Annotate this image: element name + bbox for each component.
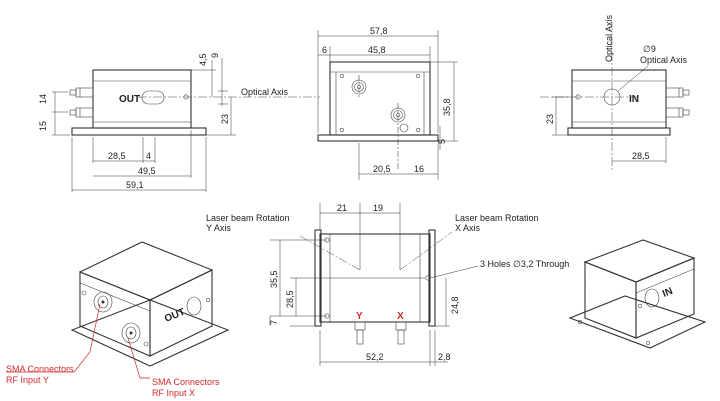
dim-49-5: 49,5 [138,166,156,176]
side-view-sma-connector-bottom [665,107,690,118]
top-view-body [329,61,431,136]
dim-59-1: 59,1 [126,180,144,190]
top-view-mount-hole [399,123,409,133]
iso-right-view: IN [568,239,707,349]
rotation-y-label-line-1: Laser beam Rotation [206,213,290,223]
dim-20-5: 20,5 [373,164,391,174]
dim-2-8: 2,8 [438,352,451,362]
dim-5-top: 5 [437,139,447,144]
iso-left-aperture [186,296,202,316]
sma-y-label-line-1: SMA Connectors [6,364,74,374]
iso-left-view: OUT SMA Connectors RF Input Y SMA Connec… [6,241,230,398]
front-view-sma-connector-bottom [69,107,94,118]
iso-left-sma-connector-x [121,322,141,344]
dim-7: 7 [269,320,279,325]
iso-left-base-plate [70,299,230,367]
rotation-x-line [399,231,453,271]
dim-14: 14 [38,94,48,104]
bottom-view-right-flange [428,229,436,327]
sma-y-leader [6,303,101,373]
dim-9: 9 [210,53,220,58]
front-view: OUT Optical Axis 14 15 4,5 9 23 28,5 4 4… [38,53,320,192]
dim-19: 19 [373,203,383,213]
front-optical-axis-label: Optical Axis [241,87,289,97]
bottom-view: Y X Laser beam Rotation Y Axis Laser bea… [206,203,569,366]
iso-left-top-face [78,241,214,301]
dim-28-5-bottom: 28,5 [285,290,295,308]
dim-15: 15 [38,121,48,131]
sma-x-leader [127,337,150,379]
front-view-base-plate [71,127,207,136]
top-view: 57,8 6 45,8 35,8 5 20,5 16 [317,26,458,180]
iso-left-sma-connector-y [93,291,113,313]
dim-28-5-front: 28,5 [108,151,126,161]
side-optical-axis-label: Optical Axis [640,55,688,65]
iso-right-base-plate [568,295,707,349]
dim-6-top: 6 [322,45,327,55]
dim-23-front: 23 [220,114,230,124]
dim-16: 16 [414,164,424,174]
holes-label: 3 Holes ∅3,2 Through [480,259,569,269]
rotation-x-label-line-1: Laser beam Rotation [455,213,539,223]
bottom-view-connector-y [354,321,366,345]
dim-4-5: 4,5 [198,53,208,66]
front-view-sma-connector-top [69,87,94,98]
dim-45-8: 45,8 [368,45,386,55]
rotation-x-label-line-2: X Axis [455,223,481,233]
iso-right-in-label: IN [661,286,674,300]
dim-4-front: 4 [146,151,151,161]
bottom-connector-x-label: X [397,311,404,322]
front-out-label: OUT [119,94,140,105]
dim-57-8: 57,8 [370,26,388,36]
bottom-connector-y-label: Y [356,311,363,322]
top-view-base-plate [317,134,439,142]
dim-23-side: 23 [545,114,555,124]
side-optical-axis-vertical: Optical Axis [604,14,614,62]
dim-21: 21 [337,203,347,213]
dim-35-5: 35,5 [269,270,279,288]
bottom-view-connector-x [395,321,407,345]
side-in-label: IN [629,94,639,105]
side-view-sma-connector-top [665,87,690,98]
dim-28-5-side: 28,5 [632,151,650,161]
side-view-base-plate [567,127,671,136]
sma-x-label-line-2: RF Input X [152,388,195,398]
side-view-body [571,69,667,129]
sma-x-label-line-1: SMA Connectors [152,377,220,387]
side-view: IN Optical Axis ∅9 Optical Axis 23 28,5 [540,14,690,170]
sma-y-label-line-2: RF Input Y [6,375,49,385]
iso-left-out-label: OUT [163,307,187,325]
dim-35-8: 35,8 [442,98,452,116]
iso-right-top-face [583,239,696,283]
side-diameter-label: ∅9 [643,44,656,54]
iso-right-aperture [644,288,660,308]
front-view-output-aperture [141,90,165,105]
dim-24-8: 24,8 [450,296,460,314]
dim-52-2: 52,2 [366,352,384,362]
rotation-y-label-line-2: Y Axis [206,223,231,233]
rotation-y-line [299,235,361,271]
